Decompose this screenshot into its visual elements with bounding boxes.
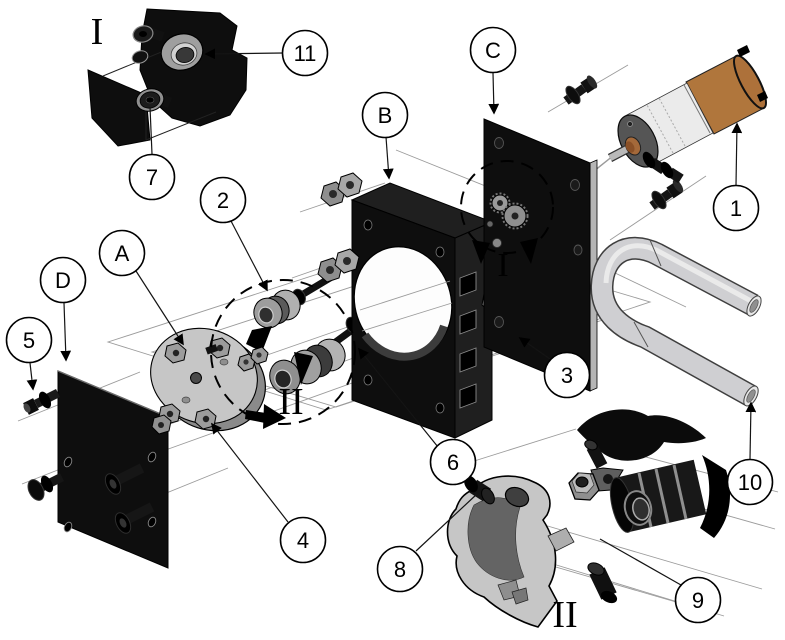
callout-1-label: 1 bbox=[730, 196, 742, 221]
detail-2-title: II bbox=[552, 594, 577, 636]
small-hex-nut bbox=[250, 346, 269, 365]
roman-numeral-labels: I I II II bbox=[91, 11, 578, 636]
detail-arrow bbox=[294, 352, 313, 385]
callout-8: 8 bbox=[376, 545, 424, 593]
clamp-fin bbox=[700, 455, 730, 538]
callout-9: 9 bbox=[674, 576, 722, 624]
detail-2-boundary bbox=[210, 279, 356, 425]
callout-3: 3 bbox=[543, 351, 591, 399]
clamp-fin bbox=[246, 326, 272, 352]
button-head-screw bbox=[114, 502, 155, 534]
plate-c bbox=[483, 118, 598, 392]
leader-lines bbox=[26, 48, 757, 586]
callout-7: 7 bbox=[128, 153, 176, 201]
callout-4-label: 4 bbox=[297, 528, 309, 553]
motor bbox=[607, 45, 768, 184]
detail-2-marker: II bbox=[278, 381, 303, 423]
callout-1: 1 bbox=[712, 184, 760, 232]
rotor-roller bbox=[609, 455, 730, 538]
callout-9-label: 9 bbox=[692, 588, 704, 613]
detail-1-boundary bbox=[460, 160, 554, 254]
detail-arrow bbox=[472, 240, 490, 264]
callout-A-label: A bbox=[115, 241, 130, 266]
grommet bbox=[584, 439, 608, 469]
detail-arrow bbox=[520, 238, 538, 264]
callout-balloons: 1 2 3 4 5 6 7 8 9 10 11 A B C D bbox=[5, 26, 774, 624]
plate-d-hole bbox=[63, 521, 73, 533]
callout-D-label: D bbox=[55, 268, 71, 293]
clip bbox=[547, 527, 575, 552]
hex-nut-pair bbox=[317, 248, 360, 283]
plate-b bbox=[350, 182, 494, 439]
plate-d-hole bbox=[147, 451, 157, 463]
callout-8-label: 8 bbox=[394, 557, 406, 582]
button-head-screw bbox=[27, 472, 65, 501]
gear-cluster bbox=[486, 192, 529, 248]
callout-10: 10 bbox=[726, 458, 774, 506]
callout-C-label: C bbox=[485, 38, 501, 63]
button-head-screw bbox=[104, 463, 145, 495]
hex-nut bbox=[151, 414, 172, 435]
callout-7-label: 7 bbox=[146, 165, 158, 190]
callout-5: 5 bbox=[5, 316, 53, 364]
callout-4: 4 bbox=[279, 516, 327, 564]
hex-nut bbox=[568, 472, 600, 501]
callout-B-label: B bbox=[378, 103, 393, 128]
flange-hex-nut bbox=[194, 408, 217, 430]
plate-d-hole bbox=[147, 516, 157, 528]
flange-hex-nut bbox=[208, 337, 231, 359]
side-slot bbox=[459, 271, 477, 297]
side-slot bbox=[459, 383, 477, 409]
callout-C: C bbox=[469, 26, 517, 74]
detail-1-marker: I bbox=[497, 247, 508, 284]
set-screw bbox=[205, 344, 219, 355]
plate-d bbox=[23, 370, 169, 569]
callout-D: D bbox=[39, 256, 87, 304]
socket-screw bbox=[649, 179, 684, 210]
side-slot bbox=[459, 347, 477, 373]
clamp-fin bbox=[577, 409, 706, 461]
callout-11-label: 11 bbox=[294, 41, 317, 66]
grommet bbox=[587, 562, 618, 604]
plate-d-hole bbox=[63, 456, 73, 468]
flange-a bbox=[150, 327, 266, 435]
screw-item-5 bbox=[23, 388, 61, 415]
callout-A: A bbox=[98, 229, 146, 277]
detail-view-1-bearing-housing bbox=[87, 8, 248, 147]
bearing bbox=[160, 33, 204, 71]
callout-6-label: 6 bbox=[447, 450, 459, 475]
motor-mount-bushing bbox=[660, 161, 684, 184]
callout-3-label: 3 bbox=[561, 363, 573, 388]
detail-markers bbox=[210, 160, 554, 429]
callout-B: B bbox=[361, 91, 409, 139]
callout-5-label: 5 bbox=[23, 328, 35, 353]
callout-2: 2 bbox=[199, 176, 247, 224]
callout-10-label: 10 bbox=[738, 470, 762, 495]
side-slot bbox=[459, 309, 477, 335]
socket-screw bbox=[563, 75, 598, 105]
pump-bracket bbox=[446, 475, 558, 628]
callout-2-label: 2 bbox=[217, 188, 229, 213]
detail-arrow bbox=[263, 404, 286, 429]
detail-1-title: I bbox=[91, 11, 104, 53]
housing-bore bbox=[131, 50, 149, 64]
roller-bearing bbox=[246, 289, 301, 352]
countersunk-screw bbox=[135, 88, 173, 112]
callout-11: 11 bbox=[281, 29, 329, 77]
housing-fin bbox=[87, 69, 151, 147]
callout-6: 6 bbox=[429, 438, 477, 486]
u-tube bbox=[590, 236, 762, 407]
hex-nut-pair bbox=[320, 172, 363, 207]
housing-screw-top bbox=[132, 25, 165, 43]
detail-view-2-pump-head bbox=[446, 409, 730, 628]
